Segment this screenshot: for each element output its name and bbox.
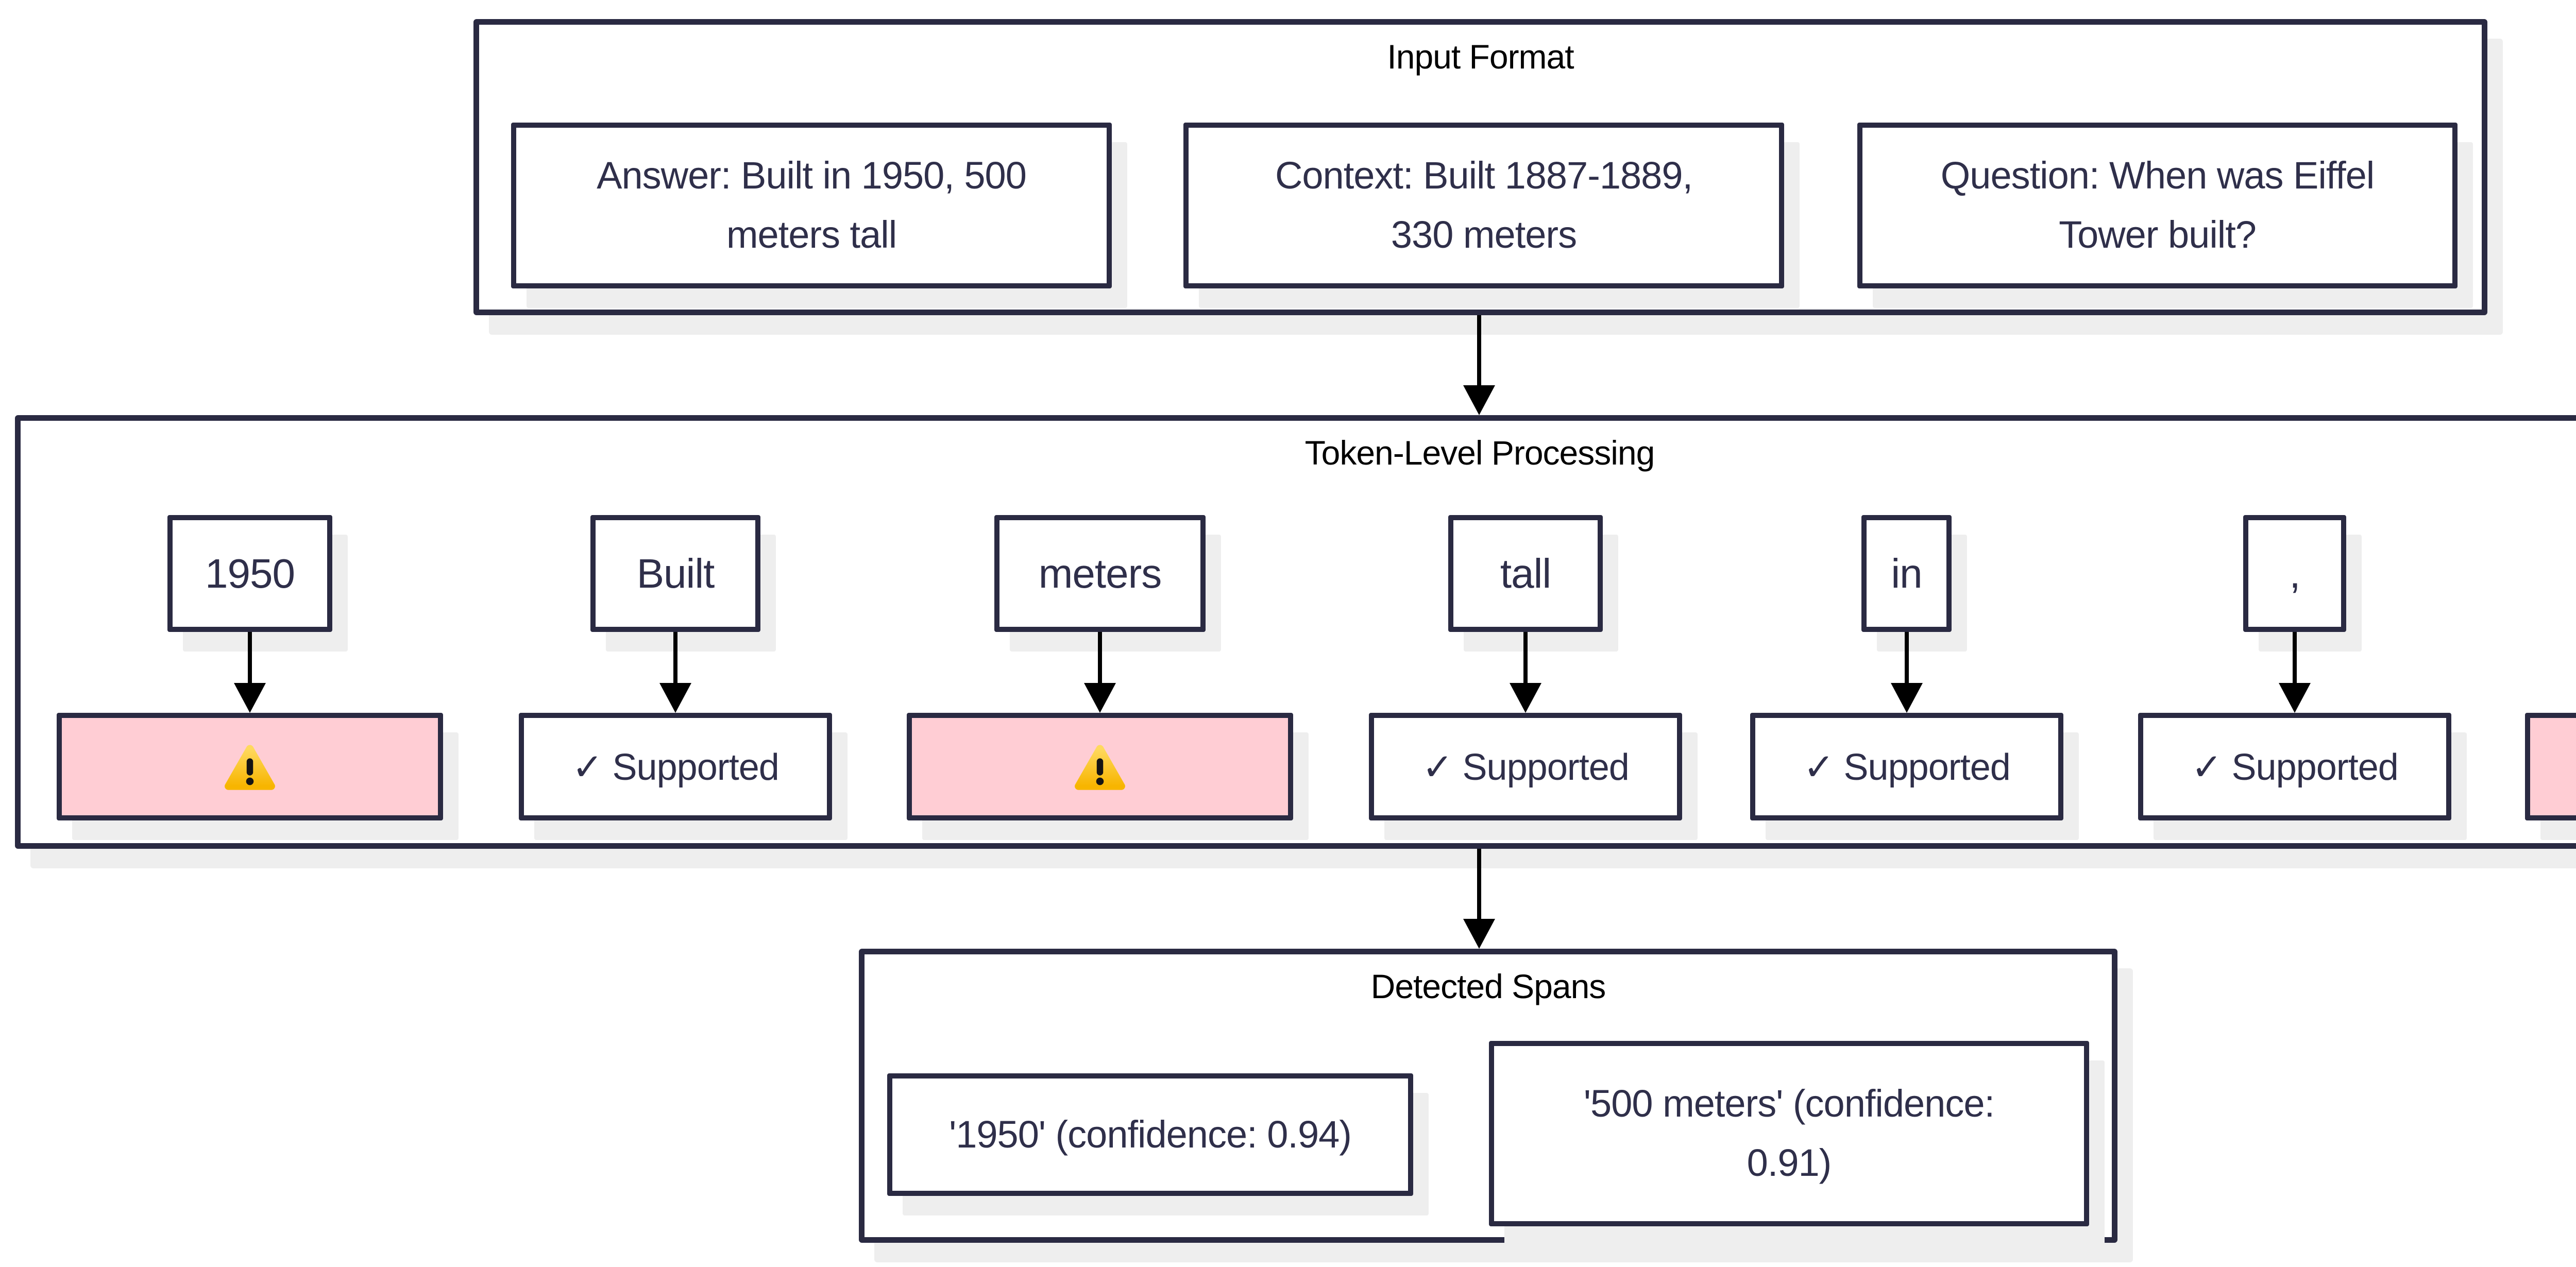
warning-icon: [225, 744, 275, 790]
arrow-line: [1905, 632, 1909, 683]
arrow-processing-to-spans: [1463, 849, 1495, 949]
input-format-title: Input Format: [1387, 38, 1574, 76]
detected-spans-title: Detected Spans: [1370, 967, 1606, 1005]
arrow-line: [1477, 315, 1481, 385]
token-arrow: [1510, 632, 1541, 713]
token-arrow: [234, 632, 266, 713]
token-box-tall: tall: [1448, 515, 1603, 632]
hallucination-status-box: [2525, 713, 2576, 820]
context-box: Context: Built 1887-1889, 330 meters: [1183, 123, 1784, 288]
supported-status-box: ✓ Supported: [2138, 713, 2451, 820]
arrow-input-to-processing: [1463, 315, 1495, 415]
token-processing-title: Token-Level Processing: [1304, 434, 1655, 472]
answer-box: Answer: Built in 1950, 500 meters tall: [511, 123, 1112, 288]
arrow-head-icon: [234, 683, 266, 713]
token-arrow: [1891, 632, 1923, 713]
arrow-line: [1523, 632, 1528, 683]
arrow-line: [673, 632, 677, 683]
token-arrow: [1084, 632, 1116, 713]
arrow-line: [248, 632, 252, 683]
arrow-head-icon: [2279, 683, 2311, 713]
arrow-head-icon: [1463, 919, 1495, 949]
input-format-container: Input Format Answer: Built in 1950, 500 …: [473, 19, 2487, 315]
arrow-head-icon: [1510, 683, 1541, 713]
hallucination-status-box: [907, 713, 1293, 820]
arrow-line: [2293, 632, 2297, 683]
supported-status-box: ✓ Supported: [1369, 713, 1682, 820]
supported-status-box: ✓ Supported: [519, 713, 832, 820]
arrow-head-icon: [659, 683, 691, 713]
token-box-meters: meters: [994, 515, 1206, 632]
token-box-built: Built: [590, 515, 760, 632]
arrow-head-icon: [1891, 683, 1923, 713]
span-500-meters-box: '500 meters' (confidence: 0.91): [1489, 1041, 2089, 1226]
supported-status-box: ✓ Supported: [1750, 713, 2063, 820]
arrow-line: [1477, 849, 1481, 919]
arrow-head-icon: [1084, 683, 1116, 713]
token-box-1950: 1950: [167, 515, 332, 632]
detected-spans-container: Detected Spans '1950' (confidence: 0.94)…: [859, 949, 2117, 1243]
token-arrow: [2279, 632, 2311, 713]
arrow-line: [1098, 632, 1102, 683]
token-box-in: in: [1861, 515, 1952, 632]
span-1950-box: '1950' (confidence: 0.94): [887, 1073, 1413, 1196]
warning-icon: [1075, 744, 1125, 790]
arrow-head-icon: [1463, 385, 1495, 415]
token-box-comma: ,: [2243, 515, 2346, 632]
token-processing-container: Token-Level Processing 1950 Built ✓ Supp…: [15, 415, 2576, 849]
token-arrow: [659, 632, 691, 713]
question-box: Question: When was Eiffel Tower built?: [1857, 123, 2458, 288]
hallucination-status-box: [57, 713, 443, 820]
